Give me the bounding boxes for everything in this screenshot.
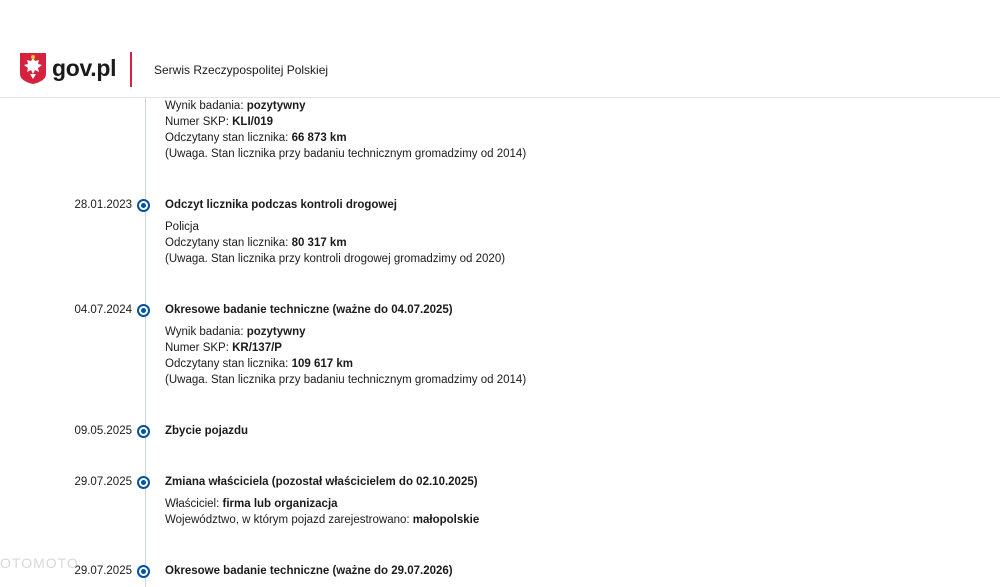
detail-note: (Uwaga. Stan licznika przy kontroli drog…	[165, 253, 506, 265]
detail-line: Właściciel: firma lub organizacja	[165, 498, 338, 510]
polish-eagle-emblem-icon[interactable]	[19, 52, 47, 85]
event-title: Zbycie pojazdu	[165, 425, 249, 437]
event-title: Okresowe badanie techniczne (ważne do 04…	[165, 304, 453, 316]
detail-line: Wynik badania: pozytywny	[165, 100, 306, 112]
timeline-dot-icon	[137, 565, 150, 578]
timeline-line	[145, 98, 146, 587]
header-divider	[130, 52, 132, 87]
detail-line: Odczytany stan licznika: 80 317 km	[165, 237, 347, 249]
timeline-dot-icon	[137, 199, 150, 212]
timeline-dot-icon	[137, 476, 150, 489]
site-header: gov.pl Serwis Rzeczypospolitej Polskiej	[0, 0, 1000, 98]
gov-pl-logo-text[interactable]: gov.pl	[52, 55, 117, 81]
service-name: Serwis Rzeczypospolitej Polskiej	[154, 63, 329, 77]
detail-note: (Uwaga. Stan licznika przy badaniu techn…	[165, 374, 527, 386]
event-date: 29.07.2025	[74, 565, 132, 577]
detail-line: Województwo, w którym pojazd zarejestrow…	[165, 514, 480, 526]
watermark: OTOMOTO	[0, 555, 79, 571]
event-date: 28.01.2023	[74, 199, 132, 211]
event-title: Zmiana właściciela (pozostał właściciele…	[165, 476, 478, 488]
event-date: 04.07.2024	[74, 304, 132, 316]
detail-line: Numer SKP: KR/137/P	[165, 342, 282, 354]
detail-line: Wynik badania: pozytywny	[165, 326, 306, 338]
detail-note: (Uwaga. Stan licznika przy badaniu techn…	[165, 148, 527, 160]
event-date: 09.05.2025	[74, 425, 132, 437]
detail-line: Policja	[165, 221, 199, 233]
detail-line: Odczytany stan licznika: 66 873 km	[165, 132, 347, 144]
event-date: 29.07.2025	[74, 476, 132, 488]
timeline-dot-icon	[137, 425, 150, 438]
event-title: Okresowe badanie techniczne (ważne do 29…	[165, 565, 453, 577]
timeline-dot-icon	[137, 304, 150, 317]
detail-line: Numer SKP: KLI/019	[165, 116, 274, 128]
detail-line: Odczytany stan licznika: 109 617 km	[165, 358, 353, 370]
event-title: Odczyt licznika podczas kontroli drogowe…	[165, 199, 397, 211]
